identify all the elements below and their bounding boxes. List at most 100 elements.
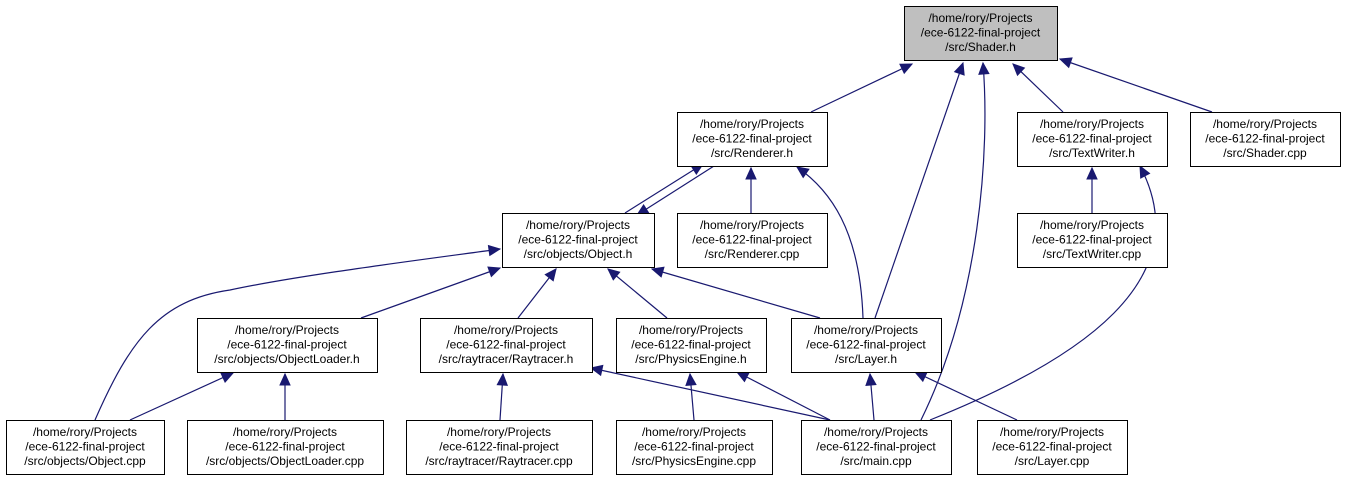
node-raytracer-cpp[interactable]: /home/rory/Projects/ece-6122-final-proje… [406,420,593,475]
dependency-edge-renderer_cpp-to-renderer_h [745,166,757,213]
node-label-line: /home/rory/Projects [700,117,804,131]
dependency-edge-raytracer_cpp-to-raytracer_h [496,372,509,421]
edge-line [874,62,964,319]
dependency-edge-objectloader_cpp-to-objectloader_h [279,372,291,420]
node-label-line: /src/raytracer/Raytracer.h [439,352,574,366]
edge-line [929,165,1157,421]
node-label-line: /ece-6122-final-project [439,440,559,454]
node-label-line: /ece-6122-final-project [446,338,566,352]
node-label-line: /ece-6122-final-project [692,233,812,247]
arrowhead-icon [745,166,757,180]
node-physicsengine-h[interactable]: /home/rory/Projects/ece-6122-final-proje… [616,318,767,373]
arrowhead-icon [796,166,810,179]
dependency-edge-layer_h-to-renderer_h [796,166,864,319]
node-label-line: /src/TextWriter.cpp [1043,247,1142,261]
arrowhead-icon [1086,166,1098,180]
edge-line [590,367,831,421]
dependency-edge-raytracer_h-to-object_h [517,268,557,319]
arrowhead-icon [650,266,665,278]
node-box [677,112,828,167]
arrowhead-icon [607,268,621,281]
node-textwriter-h[interactable]: /home/rory/Projects/ece-6122-final-proje… [1017,112,1168,167]
node-label-line: /src/raytracer/Raytracer.cpp [425,454,573,468]
node-shader-cpp[interactable]: /home/rory/Projects/ece-6122-final-proje… [1190,112,1341,167]
node-label-line: /src/Renderer.h [711,146,793,160]
node-main-cpp[interactable]: /home/rory/Projects/ece-6122-final-proje… [801,420,952,475]
dependency-edge-physicsengine_cpp-to-physicsengine_h [685,372,697,421]
dependency-edge-objectloader_h-to-object_h [360,266,502,319]
arrowhead-icon [913,371,928,383]
node-box [197,318,378,373]
node-box [616,420,773,475]
dependency-edge-layer_h-to-shader_h [874,61,965,319]
node-label-line: /home/rory/Projects [235,323,339,337]
arrowhead-icon [1012,63,1026,77]
node-label-line: /ece-6122-final-project [692,132,812,146]
node-raytracer-h[interactable]: /home/rory/Projects/ece-6122-final-proje… [420,318,593,373]
node-box [1190,112,1341,167]
node-box [420,318,593,373]
arrowhead-icon [978,61,990,75]
node-label-line: /ece-6122-final-project [631,338,751,352]
node-label-line: /ece-6122-final-project [634,440,754,454]
node-label-line: /home/rory/Projects [824,425,928,439]
node-physicsengine-cpp[interactable]: /home/rory/Projects/ece-6122-final-proje… [616,420,773,475]
node-layer-cpp[interactable]: /home/rory/Projects/ece-6122-final-proje… [977,420,1128,475]
node-label-line: /home/rory/Projects [1000,425,1104,439]
node-layer-h[interactable]: /home/rory/Projects/ece-6122-final-proje… [791,318,942,373]
edge-layer [94,57,1213,421]
edge-line [624,163,704,214]
node-label-line: /src/objects/ObjectLoader.cpp [206,454,364,468]
node-label-line: /home/rory/Projects [700,218,804,232]
node-box [616,318,767,373]
node-label-line: /ece-6122-final-project [816,440,936,454]
edge-line [651,268,821,319]
node-label-line: /ece-6122-final-project [921,26,1041,40]
arrowhead-icon [735,371,750,383]
arrowhead-icon [496,372,509,386]
node-objectloader-cpp[interactable]: /home/rory/Projects/ece-6122-final-proje… [187,420,384,475]
node-box [904,6,1058,61]
edge-line [796,166,864,319]
arrowhead-icon [544,268,557,282]
node-box [187,420,384,475]
node-label-line: /ece-6122-final-project [1205,132,1325,146]
arrowhead-icon [487,244,502,257]
node-textwriter-cpp[interactable]: /home/rory/Projects/ece-6122-final-proje… [1017,213,1168,268]
edge-line [360,267,501,319]
node-label-line: /src/PhysicsEngine.cpp [632,454,756,468]
node-label-line: /ece-6122-final-project [806,338,926,352]
arrowhead-icon [1139,164,1151,179]
node-box [502,213,655,268]
arrowhead-icon [487,266,502,278]
node-renderer-cpp[interactable]: /home/rory/Projects/ece-6122-final-proje… [677,213,828,268]
dependency-edge-textwriter_cpp-to-textwriter_h [1086,166,1098,213]
edge-line [607,268,668,319]
node-label-line: /home/rory/Projects [454,323,558,337]
node-label-line: /src/objects/ObjectLoader.h [214,352,359,366]
node-layer: /home/rory/Projects/ece-6122-final-proje… [6,6,1341,475]
dependency-edge-renderer_h-to-shader_h [810,63,914,113]
node-box [801,420,952,475]
edge-line [94,248,501,421]
node-object-h[interactable]: /home/rory/Projects/ece-6122-final-proje… [502,213,655,268]
arrowhead-icon [589,364,604,377]
node-label-line: /ece-6122-final-project [1032,233,1152,247]
edge-line [1012,63,1064,113]
node-label-line: /home/rory/Projects [526,218,630,232]
node-box [1017,213,1168,268]
dependency-edge-renderer_h-to-object_h [635,165,715,216]
edge-line [914,371,1018,421]
dependency-edge-layer_h-to-object_h [650,266,821,319]
edge-line [736,371,831,421]
node-renderer-h[interactable]: /home/rory/Projects/ece-6122-final-proje… [677,112,828,167]
node-label-line: /ece-6122-final-project [225,440,345,454]
node-objectloader-h[interactable]: /home/rory/Projects/ece-6122-final-proje… [197,318,378,373]
dependency-edge-object_h-to-renderer_h [624,163,705,214]
dependency-edge-shader_cpp-to-shader_h [1058,57,1213,113]
node-label-line: /src/PhysicsEngine.h [635,352,746,366]
node-label-line: /src/TextWriter.h [1049,146,1135,160]
node-object-cpp[interactable]: /home/rory/Projects/ece-6122-final-proje… [6,420,165,475]
node-label-line: /home/rory/Projects [447,425,551,439]
